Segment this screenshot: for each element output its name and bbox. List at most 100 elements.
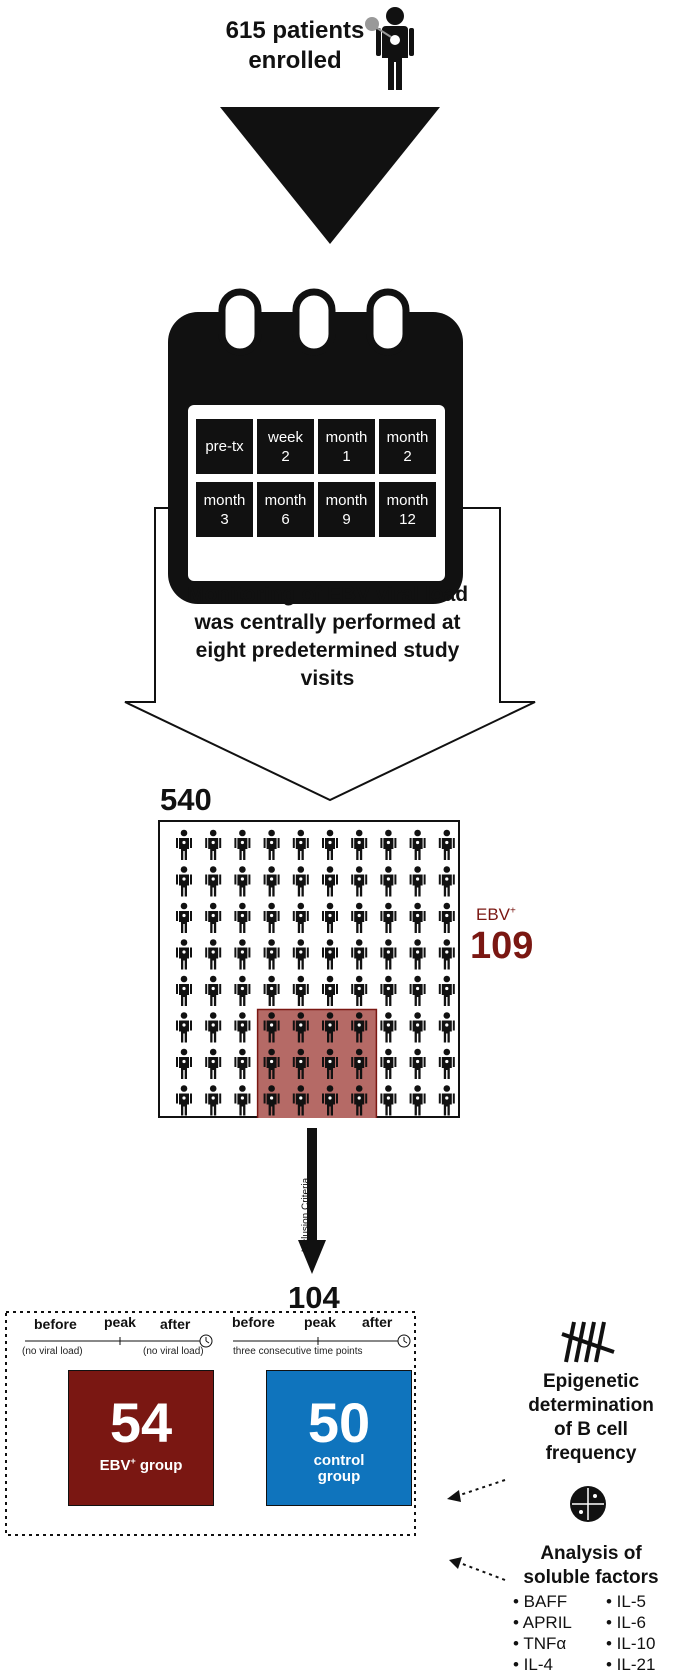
factor-april: • APRIL bbox=[513, 1613, 572, 1632]
soluble-title: Analysis of soluble factors bbox=[505, 1542, 677, 1590]
ebv-timeline-peak: peak bbox=[104, 1314, 136, 1330]
person-icon bbox=[409, 902, 426, 933]
person-icon bbox=[292, 829, 309, 860]
control-timeline-note: three consecutive time points bbox=[233, 1346, 363, 1357]
person-icon bbox=[409, 1048, 426, 1079]
person-icon bbox=[263, 1085, 280, 1116]
person-icon bbox=[176, 829, 192, 860]
person-icon bbox=[205, 829, 222, 860]
person-icon bbox=[176, 1012, 192, 1043]
person-icon bbox=[351, 829, 368, 860]
person-icon bbox=[263, 975, 280, 1006]
person-icon bbox=[409, 1085, 426, 1116]
factor-il6: • IL-6 bbox=[606, 1613, 646, 1632]
person-icon bbox=[351, 902, 368, 933]
enrolled-label: 615 patients enrolled bbox=[200, 16, 390, 76]
person-icon bbox=[234, 1085, 251, 1116]
person-icon bbox=[438, 1012, 455, 1043]
person-icon bbox=[176, 975, 192, 1006]
person-icon bbox=[322, 1085, 338, 1116]
person-icon bbox=[409, 866, 426, 897]
soluble-line2: soluble factors bbox=[523, 1567, 659, 1588]
person-icon bbox=[351, 939, 368, 970]
flow-triangle-1 bbox=[220, 107, 440, 244]
person-icon bbox=[292, 1085, 309, 1116]
patient-icon bbox=[365, 7, 414, 90]
ebv-timeline-note-left: (no viral load) bbox=[22, 1346, 83, 1357]
person-icon bbox=[380, 829, 397, 860]
calendar-visit-line1: month bbox=[203, 491, 246, 509]
calendar-visit-line2: 1 bbox=[342, 447, 351, 465]
person-icon bbox=[263, 829, 280, 860]
ebv-positive-count: 109 bbox=[470, 925, 534, 967]
person-icon bbox=[263, 866, 280, 897]
enrolled-line1: 615 patients bbox=[225, 17, 365, 44]
person-icon bbox=[234, 1048, 251, 1079]
person-icon bbox=[234, 1012, 251, 1043]
ebv-group-label-rest: group bbox=[135, 1457, 183, 1474]
cohort-grid bbox=[158, 820, 460, 1118]
ebv-label-sup: + bbox=[510, 905, 516, 917]
control-group-box: 50 control group bbox=[266, 1370, 412, 1506]
person-icon bbox=[263, 1048, 280, 1079]
factor-il4: • IL-4 bbox=[513, 1655, 553, 1674]
person-icon bbox=[234, 866, 251, 897]
calendar-visit-line1: month bbox=[386, 428, 429, 446]
control-group-count: 50 bbox=[307, 1391, 371, 1454]
control-group-label-line2: group bbox=[317, 1468, 361, 1485]
calendar-visit-line1: month bbox=[264, 491, 307, 509]
ebv-timeline-after: after bbox=[160, 1316, 191, 1332]
factor-tnfa: • TNFα bbox=[513, 1634, 567, 1653]
person-icon bbox=[409, 829, 426, 860]
calendar-visit-line1: week bbox=[267, 428, 304, 446]
person-icon bbox=[438, 1085, 455, 1116]
person-icon bbox=[409, 975, 426, 1006]
calendar-visit-line2: 2 bbox=[281, 447, 290, 465]
person-icon bbox=[292, 975, 309, 1006]
factor-il5: • IL-5 bbox=[606, 1592, 646, 1611]
person-icon bbox=[322, 939, 338, 970]
ebv-group-label: EBV+ group bbox=[69, 1453, 213, 1474]
person-icon bbox=[322, 975, 338, 1006]
calendar-visit-line2: 3 bbox=[220, 510, 229, 528]
ebv-label-text: EBV bbox=[476, 905, 511, 924]
epigenetic-title: Epigenetic determination of B cell frequ… bbox=[505, 1370, 677, 1466]
person-icon bbox=[380, 1085, 397, 1116]
person-icon bbox=[263, 1012, 280, 1043]
person-icon bbox=[438, 829, 455, 860]
person-icon bbox=[351, 1012, 368, 1043]
ebv-group-label-text: EBV bbox=[99, 1457, 131, 1474]
selected-count: 104 bbox=[288, 1280, 340, 1315]
ebv-group-box: 54 EBV+ group bbox=[68, 1370, 214, 1506]
person-icon bbox=[176, 939, 192, 970]
control-group-label-line1: control bbox=[313, 1452, 365, 1469]
epigenetic-line3: of B cell bbox=[554, 1419, 628, 1440]
assay-plate-icon bbox=[570, 1486, 606, 1522]
person-icon bbox=[205, 1085, 222, 1116]
person-icon bbox=[176, 902, 192, 933]
person-icon bbox=[380, 1012, 397, 1043]
epigenetic-line2: determination bbox=[528, 1395, 654, 1416]
person-icon bbox=[292, 866, 309, 897]
ebv-group-count: 54 bbox=[109, 1391, 173, 1454]
ebv-positive-label: EBV+ bbox=[476, 905, 516, 925]
person-icon bbox=[351, 1085, 368, 1116]
person-icon bbox=[234, 975, 251, 1006]
person-icon bbox=[205, 939, 222, 970]
control-timeline-after: after bbox=[362, 1314, 393, 1330]
person-icon bbox=[380, 939, 397, 970]
monitoring-text: Monitoring of EBV viral load was central… bbox=[186, 583, 469, 690]
calendar-visit-line1: month bbox=[325, 428, 368, 446]
person-icon bbox=[351, 1048, 368, 1079]
person-icon bbox=[380, 1048, 397, 1079]
person-icon bbox=[292, 902, 309, 933]
person-icon bbox=[438, 1048, 455, 1079]
person-icon bbox=[438, 866, 455, 897]
